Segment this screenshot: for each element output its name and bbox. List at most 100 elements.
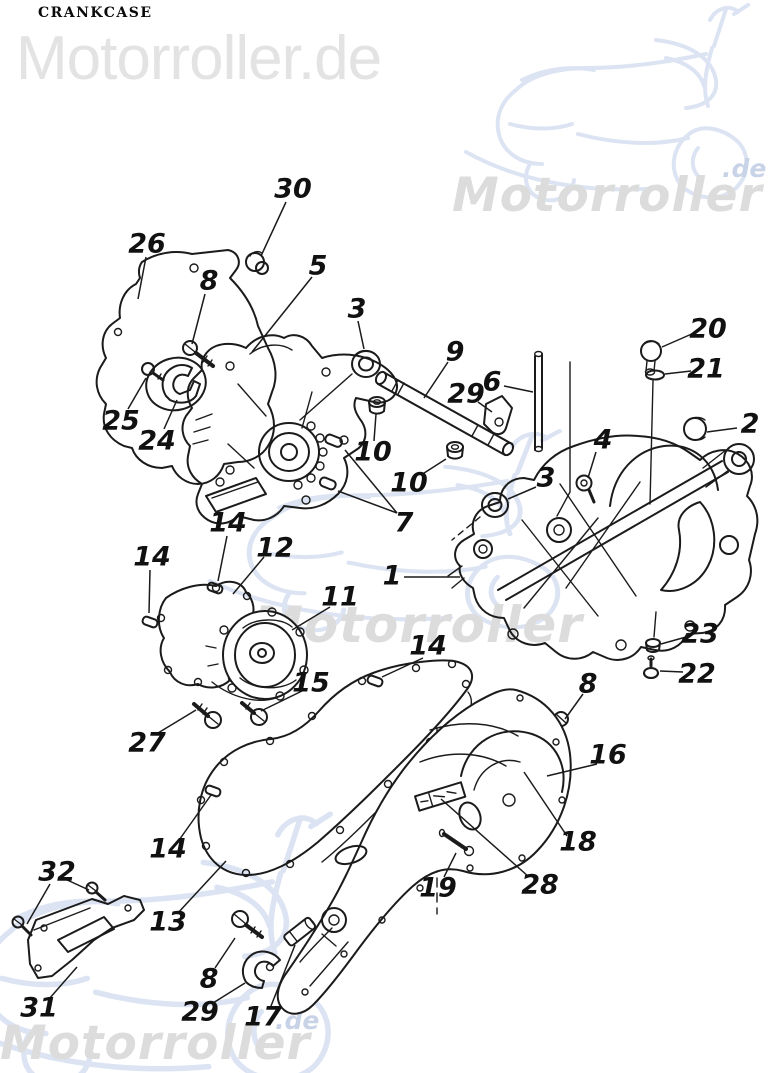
leader-line-part-15: [260, 690, 303, 712]
leader-line-part-3: [357, 320, 365, 350]
part-sketch-nut-10-b: [446, 441, 464, 460]
part-number-label-26: 26: [128, 229, 166, 260]
watermark-brand-bottom: Motorroller: [0, 1016, 313, 1071]
part-number-label-2: 2: [741, 409, 760, 440]
leader-line-part-32: [64, 878, 90, 891]
part-number-label-16: 16: [589, 740, 627, 771]
part-sketch-bracket-24: [161, 364, 201, 404]
watermark-motorroller-de: Motorroller.de: [16, 24, 381, 93]
part-number-label-5: 5: [309, 251, 328, 282]
part-sketch-screw-32-b: [85, 881, 107, 902]
part-sketch-plug-20: [640, 340, 662, 376]
part-number-label-19: 19: [419, 873, 457, 904]
part-number-label-3: 3: [537, 463, 556, 494]
part-number-label-3: 3: [348, 294, 367, 325]
leader-line-part-30: [260, 201, 287, 257]
leader-line-part-29: [212, 982, 246, 1004]
part-sketch-bolt-8-bottom: [231, 910, 264, 939]
leader-line-part-8: [564, 693, 584, 720]
part-number-label-6: 6: [483, 367, 502, 398]
leader-line-part-25: [127, 377, 147, 410]
part-sketch-bolt-4: [575, 474, 596, 504]
leader-line-part-29: [477, 401, 493, 413]
leader-line-part-19: [443, 852, 457, 878]
leader-line-part-3: [507, 486, 537, 500]
part-number-label-1: 1: [383, 561, 402, 592]
part-number-label-10: 10: [390, 468, 428, 499]
part-sketch-dowel-14-d: [204, 784, 222, 798]
part-sketch-gasket-26: [95, 249, 277, 485]
part-sketch-dowel-7-a: [324, 433, 344, 448]
part-number-label-23: 23: [681, 619, 719, 650]
watermark-brand-top: Motorroller: [452, 168, 765, 223]
watermark-layer: Motorroller.de Motorroller .de Motorroll…: [0, 3, 766, 1073]
part-sketch-nut-23: [645, 611, 661, 653]
leader-line-part-17: [270, 944, 296, 1007]
part-number-label-14: 14: [209, 508, 247, 539]
part-number-label-20: 20: [689, 314, 727, 345]
part-number-label-14: 14: [133, 542, 171, 573]
leader-line-part-23: [660, 636, 687, 645]
leader-line-part-22: [659, 670, 684, 673]
leader-line-part-7: [337, 490, 398, 514]
part-sketch-nut-10-a: [368, 396, 386, 415]
part-sketch-plug-2: [683, 416, 707, 441]
part-number-label-18: 18: [559, 827, 597, 858]
decal-plate-28: [414, 781, 467, 812]
part-sketch-dowel-14-b: [141, 615, 159, 629]
part-number-label-10: 10: [354, 437, 392, 468]
part-number-label-28: 28: [521, 870, 559, 901]
leader-line-part-4: [587, 451, 597, 479]
leader-line-part-27: [157, 709, 197, 734]
leader-line-part-11: [291, 606, 331, 631]
leader-line-part-31: [48, 966, 78, 1000]
leader-line-part-7: [344, 449, 398, 514]
part-number-label-17: 17: [244, 1002, 282, 1033]
leader-line-part-14: [148, 569, 151, 614]
part-sketch-screw-25: [141, 362, 165, 382]
part-sketch-cover-11: [205, 607, 309, 701]
part-sketch-dowel-14-c: [366, 674, 384, 688]
leader-line-part-10: [420, 458, 447, 476]
part-number-label-8: 8: [200, 266, 219, 297]
part-number-label-11: 11: [321, 582, 359, 613]
leader-line-part-5: [251, 276, 313, 353]
part-number-label-22: 22: [678, 659, 716, 690]
page-title: CRANKCASE: [38, 5, 153, 21]
part-sketch-right-crankcase-1: [447, 434, 759, 661]
part-sketch-oring-21: [645, 369, 665, 381]
leader-line-part-9: [423, 361, 449, 399]
part-number-label-30: 30: [274, 174, 312, 205]
part-sketch-bearing-3-right: [451, 491, 509, 541]
leader-line-part-14: [176, 794, 212, 844]
part-number-label-24: 24: [138, 426, 176, 457]
leader-line-part-26: [137, 256, 147, 300]
part-number-label-25: 25: [102, 406, 140, 437]
part-sketch-bracket-29-top: [483, 395, 513, 436]
part-sketch-tube-6: [534, 350, 571, 517]
part-number-label-27: 27: [128, 728, 166, 759]
leader-line-part-8: [214, 937, 236, 969]
leader-line-part-13: [176, 860, 227, 915]
part-number-label-9: 9: [446, 337, 465, 368]
leader-line-part-32: [26, 883, 51, 925]
part-number-label-8: 8: [200, 964, 219, 995]
part-sketch-screw-32-a: [11, 915, 33, 937]
leader-line-part-20: [661, 332, 695, 348]
leader-line-part-2: [706, 427, 738, 433]
parts-layer: [11, 249, 759, 1015]
part-number-label-21: 21: [687, 354, 725, 385]
leader-line-part-21: [664, 370, 692, 375]
part-sketch-dowel-14-a: [206, 581, 224, 595]
leader-line-part-14: [381, 657, 424, 678]
part-sketch-stud-19: [438, 828, 475, 857]
part-number-label-8: 8: [579, 669, 598, 700]
part-number-label-13: 13: [149, 907, 187, 938]
part-sketch-cvt-cover-16: [276, 688, 572, 1015]
part-number-label-31: 31: [20, 993, 58, 1024]
leader-line-part-14: [217, 535, 228, 582]
leader-line-part-16: [546, 763, 598, 777]
